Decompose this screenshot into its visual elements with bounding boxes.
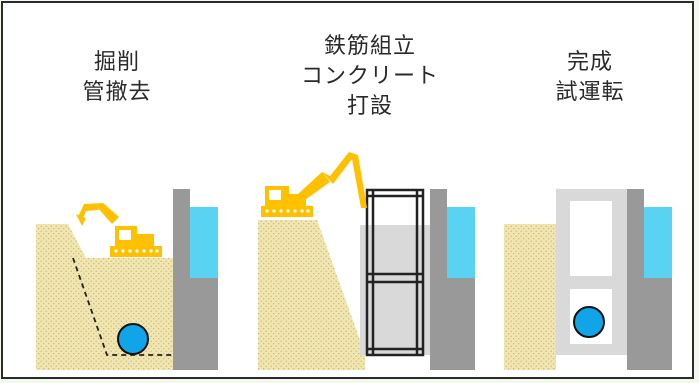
stage-1-pipe-icon <box>117 323 149 355</box>
stage-2-concrete <box>360 225 430 355</box>
stage-3-line-1: 完成 <box>566 50 613 75</box>
stage-3-wall-base <box>644 278 672 370</box>
stage-3-water <box>644 207 672 278</box>
stage-2-wall <box>430 189 447 370</box>
stage-1-wall <box>173 189 190 370</box>
stage-2-rebar-cage-icon <box>365 188 425 357</box>
stage-3-soil <box>504 224 556 370</box>
stage-1-line-1: 掘削 <box>93 50 140 75</box>
stage-3-scene <box>504 189 672 370</box>
stage-2-wall-base <box>447 278 475 370</box>
stage-3-upper-chamber <box>570 201 612 276</box>
stage-2-excavator-icon <box>261 152 367 217</box>
stage-2-line-3: 打設 <box>346 94 393 119</box>
stage-3-pipe-icon <box>573 306 605 338</box>
stage-1-excavator-icon <box>76 203 162 257</box>
stage-2-line-2: コンクリート <box>300 64 439 89</box>
stage-2-water <box>447 207 475 278</box>
stage-3-label: 完成 試運転 <box>535 48 645 108</box>
stage-2-scene <box>258 152 475 370</box>
stage-1-wall-base <box>190 278 218 370</box>
stage-2-soil <box>258 220 365 370</box>
stage-3-wall <box>627 189 644 370</box>
stage-2-label: 鉄筋組立 コンクリート 打設 <box>290 32 450 122</box>
stage-1-scene <box>36 189 218 370</box>
stage-1-label: 掘削 管撤去 <box>62 48 172 108</box>
stage-3-line-2: 試運転 <box>555 80 625 105</box>
stage-2-line-1: 鉄筋組立 <box>323 34 416 59</box>
stage-1-excavation-line <box>72 257 173 356</box>
stage-1-water <box>190 207 218 278</box>
stage-1-line-2: 管撤去 <box>82 80 152 105</box>
